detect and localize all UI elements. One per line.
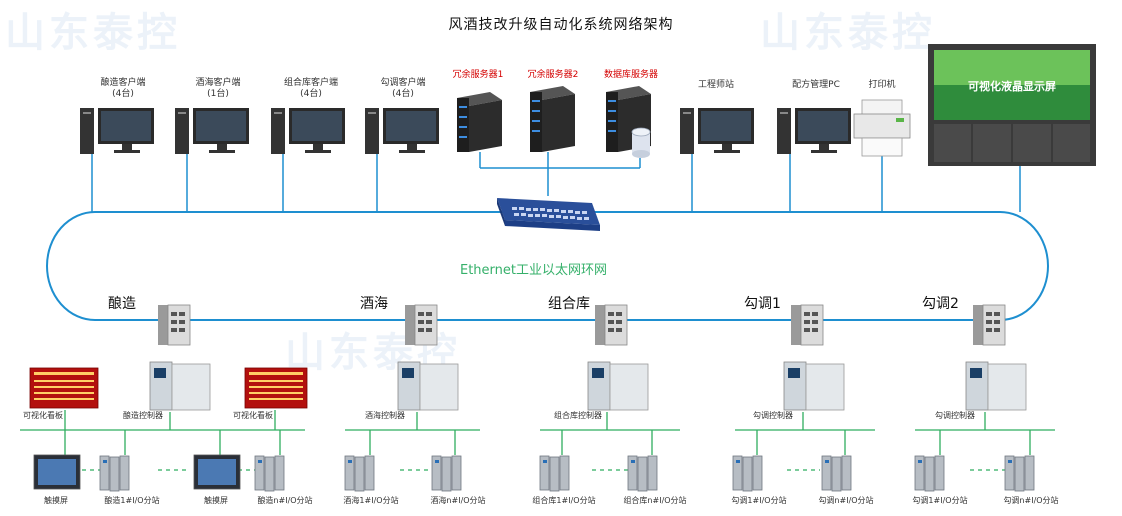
- top-device-label: 工程师站: [697, 80, 734, 90]
- io-label: 酿造n#I/O分站: [257, 496, 313, 505]
- watermark-2: 山东泰控: [760, 10, 936, 56]
- ring-switch-icon: [158, 304, 191, 346]
- io-label: 酒海n#I/O分站: [430, 496, 486, 505]
- io-station-icon: [732, 455, 763, 492]
- io-label: 勾调n#I/O分站: [1003, 496, 1059, 505]
- controller-label: 组合库控制器: [554, 411, 602, 420]
- top-drops: [91, 150, 1021, 212]
- big-screen-label: 可视化液晶显示屏: [968, 79, 1056, 93]
- io-label: 勾调1#I/O分站: [912, 496, 968, 505]
- pc-icon: [80, 108, 154, 154]
- plc-controller-icon: [397, 361, 459, 411]
- top-device-sub: (4台): [392, 89, 414, 99]
- top-device-sub: (4台): [300, 89, 322, 99]
- database-icon: [631, 127, 651, 158]
- pc-icon: [271, 108, 345, 154]
- plc-controller-icon: [587, 361, 649, 411]
- io-label: 组合库1#I/O分站: [532, 496, 596, 505]
- switch-drops: [169, 320, 986, 345]
- server-icon: [457, 92, 502, 152]
- segment-name: 组合库: [548, 296, 590, 312]
- io-station-icon: [344, 455, 375, 492]
- segment-name: 勾调2: [922, 296, 959, 312]
- io-station-icon: [627, 455, 658, 492]
- top-device-label: 酿造客户端: [100, 78, 146, 88]
- controller-label: 酿造控制器: [123, 411, 163, 420]
- segment-name: 酒海: [360, 296, 388, 312]
- top-device-label: 勾调客户端: [380, 78, 426, 88]
- io-label: 酒海1#I/O分站: [343, 496, 399, 505]
- pc-icon: [777, 108, 851, 154]
- kanban-board-icon: [244, 367, 308, 409]
- top-device-label: 打印机: [868, 80, 896, 90]
- server-label: 数据库服务器: [603, 70, 658, 80]
- printer-icon: [853, 99, 911, 157]
- io-label: 触摸屏: [44, 496, 68, 505]
- pc-icon: [680, 108, 754, 154]
- ring-switch-icon: [405, 304, 438, 346]
- touch-panel-icon: [193, 454, 241, 490]
- server-label: 冗余服务器2: [527, 70, 579, 80]
- top-device-sub: (1台): [207, 89, 229, 99]
- server-icon: [530, 86, 575, 152]
- ring-label: Ethernet工业以太网环网: [460, 263, 607, 278]
- server-icon: [606, 86, 651, 152]
- controller-label: 酒海控制器: [365, 411, 405, 420]
- kanban-label: 可视化看板: [23, 411, 63, 420]
- big-screen-cabinet: [928, 44, 1096, 166]
- kanban-board-icon: [29, 367, 99, 409]
- io-station-icon: [914, 455, 945, 492]
- io-label: 组合库n#I/O分站: [623, 496, 687, 505]
- server-label: 冗余服务器1: [452, 70, 504, 80]
- pc-icon: [175, 108, 249, 154]
- io-station-icon: [1004, 455, 1035, 492]
- top-device-label: 酒海客户端: [195, 78, 241, 88]
- watermark-1: 山东泰控: [5, 10, 181, 56]
- top-device-sub: (4台): [112, 89, 134, 99]
- io-station-icon: [99, 455, 130, 492]
- io-label: 触摸屏: [204, 496, 228, 505]
- io-station-icon: [431, 455, 462, 492]
- io-label: 酿造1#I/O分站: [104, 496, 160, 505]
- ring-switch-icon: [973, 304, 1006, 346]
- plc-controller-icon: [149, 361, 211, 411]
- io-label: 勾调n#I/O分站: [818, 496, 874, 505]
- top-device-label: 配方管理PC: [792, 80, 840, 90]
- segment-name: 酿造: [108, 296, 136, 312]
- kanban-label: 可视化看板: [233, 411, 273, 420]
- field-bus: [20, 410, 1055, 455]
- top-device-label: 组合库客户端: [283, 78, 338, 88]
- plc-controller-icon: [965, 361, 1027, 411]
- ring-switch-icon: [595, 304, 628, 346]
- controller-label: 勾调控制器: [935, 411, 975, 420]
- io-station-icon: [539, 455, 570, 492]
- segment-name: 勾调1: [744, 296, 781, 312]
- io-station-icon: [254, 455, 285, 492]
- core-switch: [497, 198, 600, 231]
- ring-switch-icon: [791, 304, 824, 346]
- io-station-icon: [821, 455, 852, 492]
- io-label: 勾调1#I/O分站: [731, 496, 787, 505]
- controller-label: 勾调控制器: [753, 411, 793, 420]
- diagram-title: 风酒技改升级自动化系统网络架构: [448, 17, 674, 33]
- plc-controller-icon: [783, 361, 845, 411]
- touch-panel-icon: [33, 454, 81, 490]
- pc-icon: [365, 108, 439, 154]
